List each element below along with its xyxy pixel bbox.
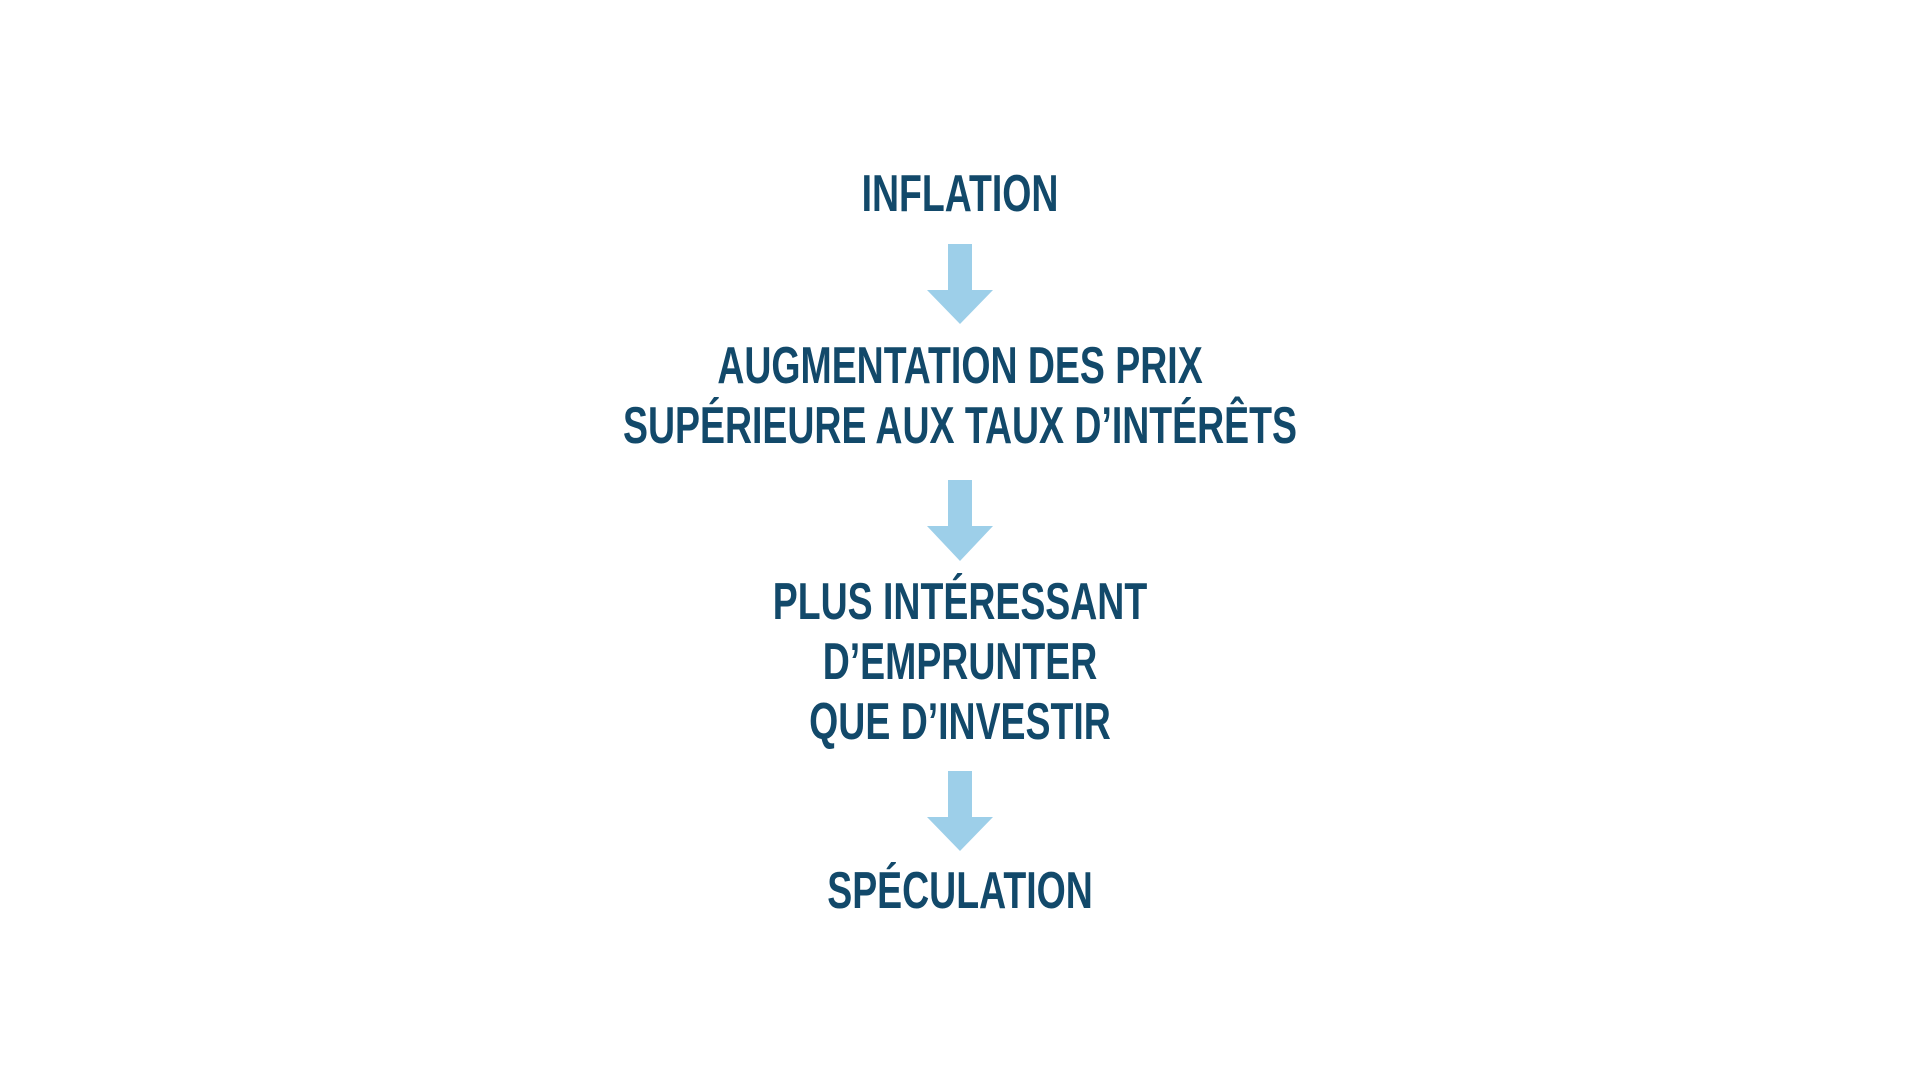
step-borrow-vs-invest: PLUS INTÉRESSANT D’EMPRUNTER QUE D’INVES… [0, 572, 1920, 752]
step-inflation: INFLATION [0, 164, 1920, 224]
arrow-down-icon [927, 771, 993, 851]
step-text: AUGMENTATION DES PRIX [717, 337, 1203, 395]
arrow-down-icon [927, 480, 993, 561]
step-text: SPÉCULATION [827, 862, 1093, 920]
step-text: QUE D’INVESTIR [809, 693, 1111, 751]
step-text: PLUS INTÉRESSANT [772, 573, 1148, 631]
step-price-increase: AUGMENTATION DES PRIX SUPÉRIEURE AUX TAU… [0, 336, 1920, 456]
arrow-down-icon [927, 244, 993, 324]
step-speculation: SPÉCULATION [0, 861, 1920, 921]
step-text: D’EMPRUNTER [822, 633, 1098, 691]
step-text: SUPÉRIEURE AUX TAUX D’INTÉRÊTS [622, 397, 1297, 455]
step-text: INFLATION [861, 165, 1059, 223]
